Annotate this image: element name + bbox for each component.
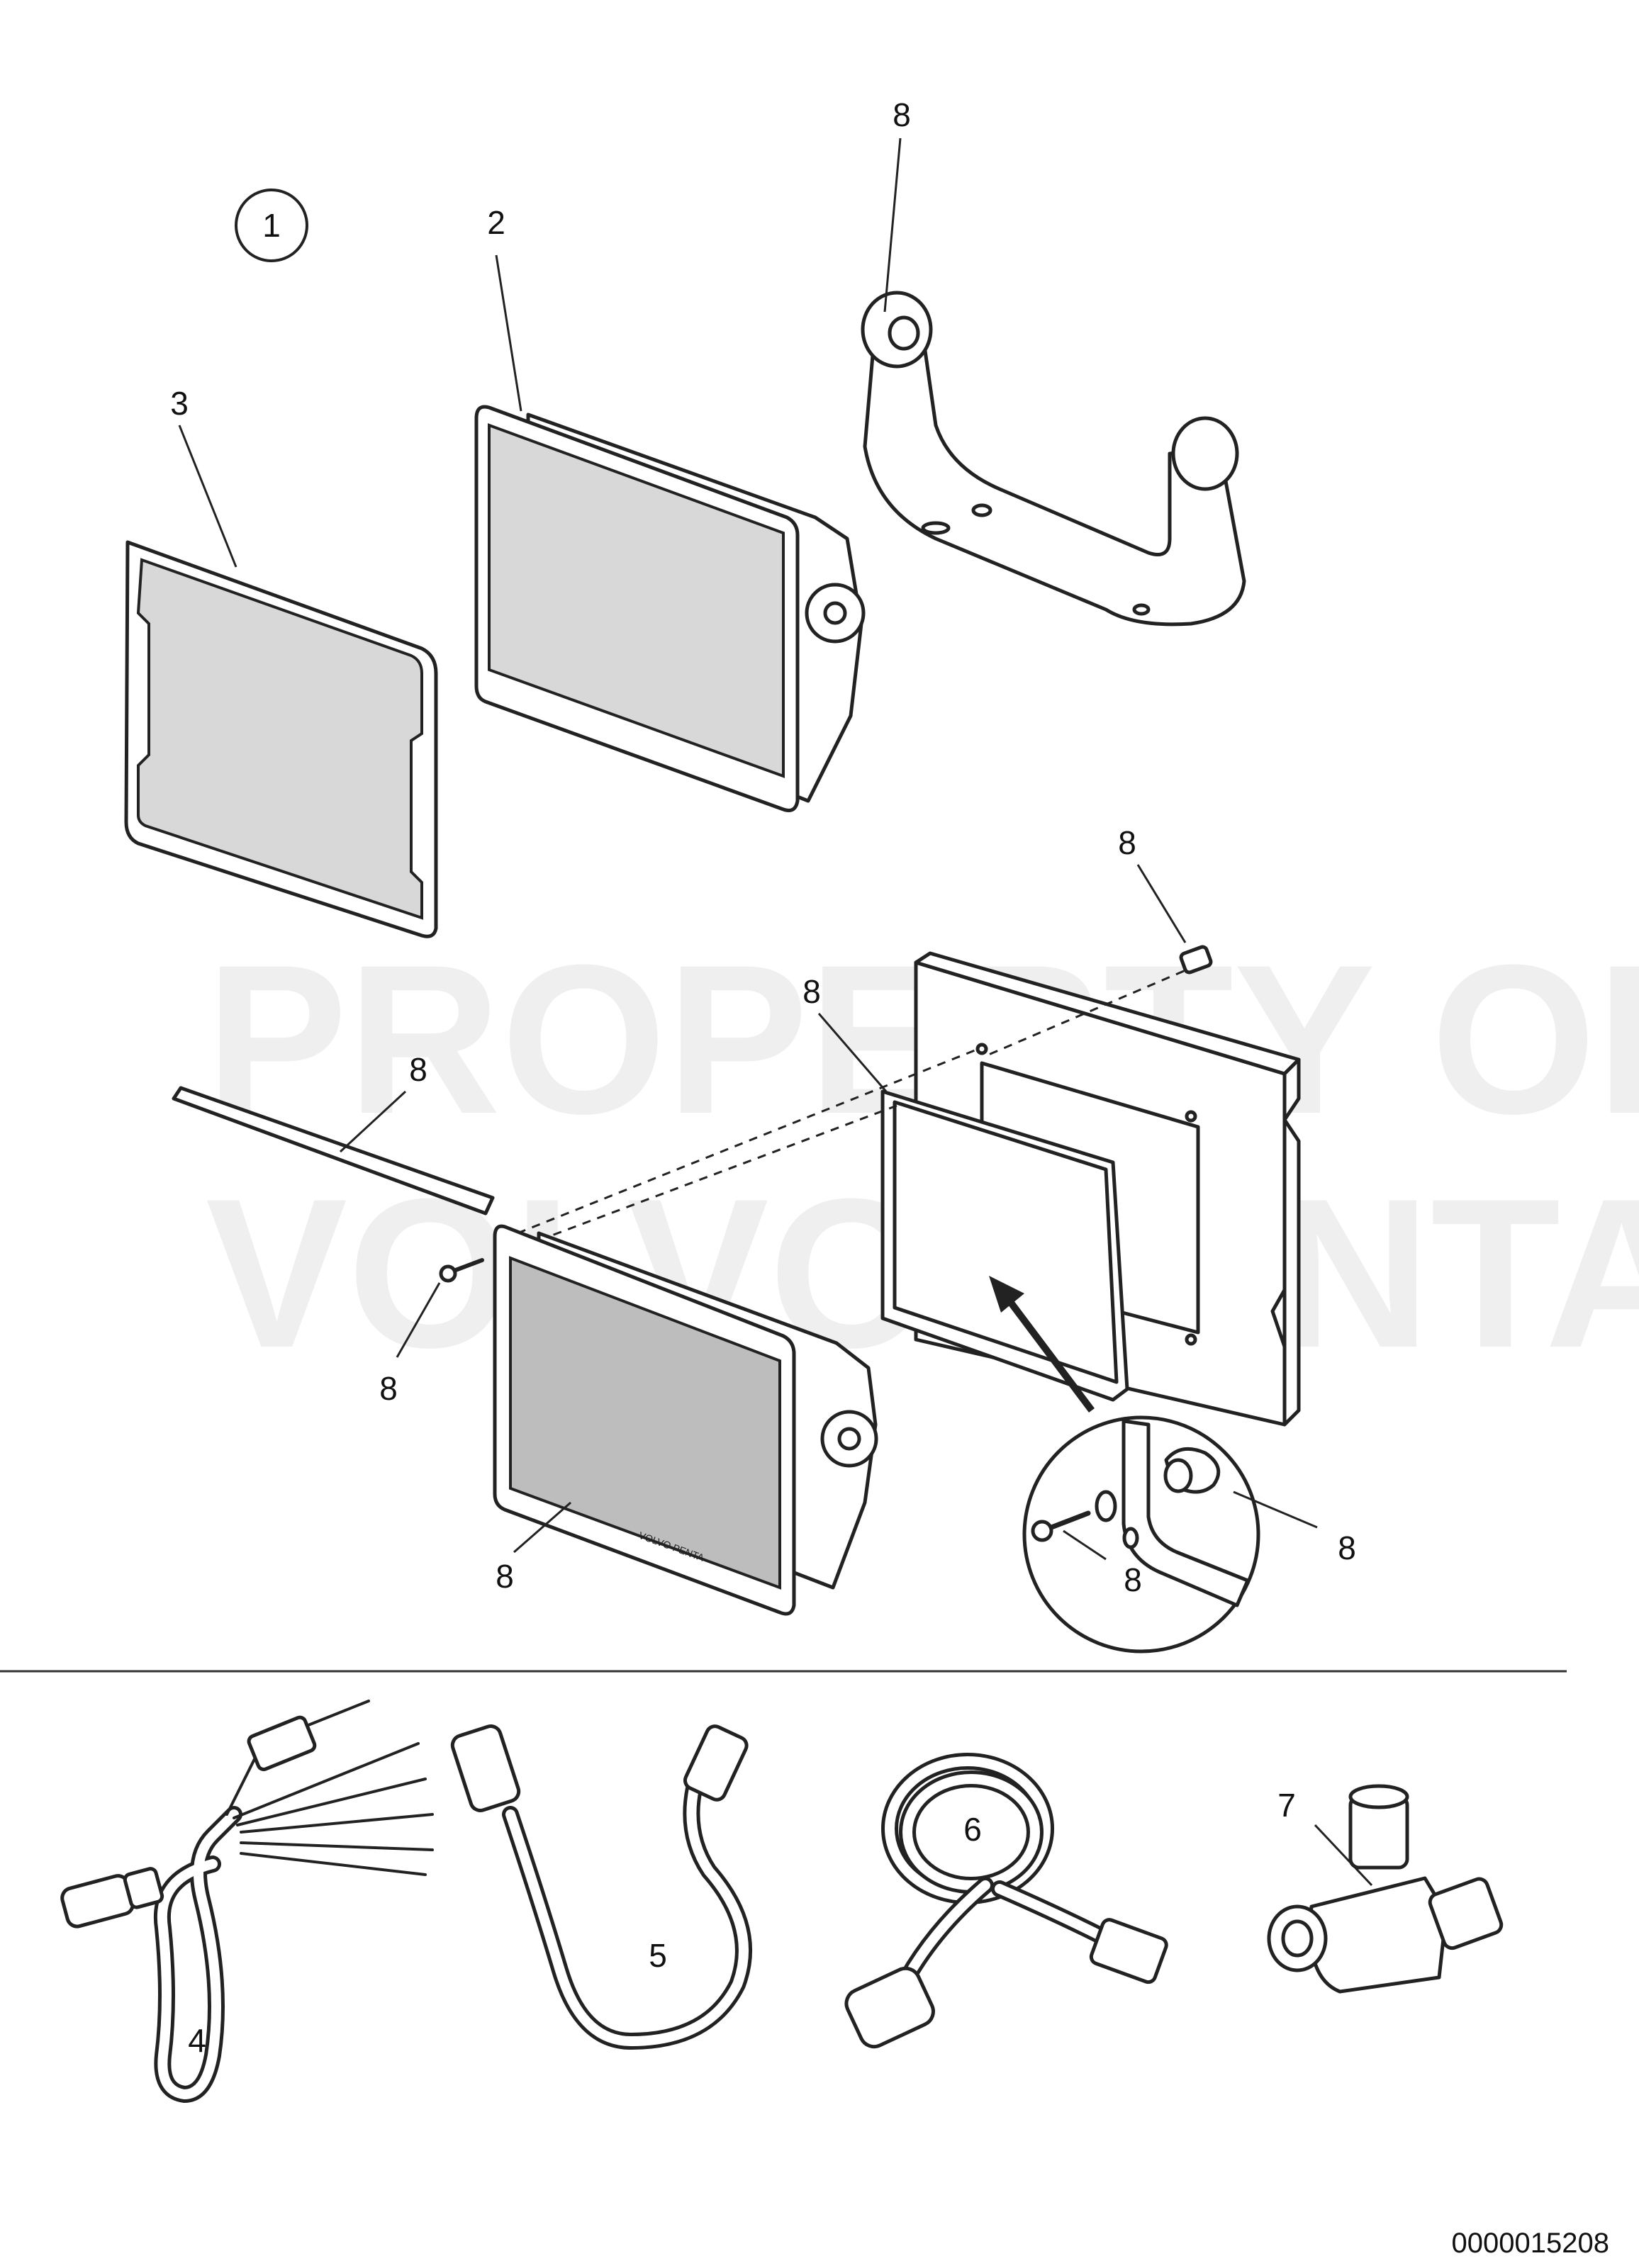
cable-5-connector-male — [450, 1724, 521, 1812]
bracket-knob-right — [1171, 416, 1239, 491]
leader-2 — [495, 254, 522, 412]
callout-7-label: 7 — [1277, 1787, 1296, 1824]
leader-8-gasket — [817, 1013, 888, 1092]
cable-4-wire — [240, 1852, 427, 1876]
cover-face — [136, 558, 423, 920]
leader-8-detail-screw — [1063, 1529, 1107, 1561]
screw-head — [439, 1264, 457, 1283]
leader-8-detail-stud — [1233, 1491, 1318, 1529]
alignment-line-1 — [517, 1048, 979, 1235]
callout-8-display-label: 8 — [496, 1558, 514, 1595]
callout-8-bracket-label: 8 — [893, 96, 911, 133]
flush-display-knob-center — [837, 1427, 861, 1451]
callout-6-label: 6 — [963, 1811, 982, 1848]
callout-8-detail-screw-label: 8 — [1124, 1561, 1142, 1598]
alignment-line-2 — [538, 1104, 897, 1242]
flush-display-screen — [509, 1256, 781, 1590]
callout-5-label: 5 — [649, 1937, 667, 1974]
display-unit-part-2: 2 — [474, 204, 866, 812]
flush-mount-display: VOLVO PENTA 8 — [493, 1048, 979, 1616]
cable-6-plug-connector — [1089, 1918, 1168, 1984]
image-reference-number: 0000015208 — [1452, 2228, 1609, 2259]
gasket-part-8: 8 — [802, 973, 1129, 1402]
panel-hole — [975, 1043, 988, 1055]
cable-6-coil-inner-core — [902, 1774, 1040, 1890]
callout-8-trim-label: 8 — [409, 1051, 427, 1088]
cable-6-lead-core — [995, 1884, 1104, 1940]
display-front-strip — [488, 668, 784, 777]
panel-hole — [1185, 1110, 1197, 1123]
callout-8-screw-label: 8 — [379, 1370, 398, 1407]
leader-8-display — [513, 1501, 571, 1554]
callout-circle — [235, 189, 308, 262]
leader-7 — [1314, 1824, 1373, 1887]
callout-8-detail-stud-label: 8 — [1338, 1529, 1356, 1566]
cable-5-core — [505, 1767, 749, 2046]
panel-hole — [1185, 1333, 1197, 1346]
detail-stud — [1163, 1458, 1193, 1493]
cover-part-3: 3 — [124, 385, 438, 938]
detail-hole — [1122, 1527, 1139, 1549]
cable-4-wire — [240, 1813, 434, 1834]
cable-6-round-connector — [844, 1966, 935, 2049]
stud-alignment-line — [985, 970, 1185, 1057]
callout-8-gasket-label: 8 — [802, 973, 821, 1010]
leader-8-screw — [396, 1282, 441, 1358]
cable-4-wire — [240, 1841, 434, 1851]
detail-washer — [1095, 1490, 1117, 1522]
adapter-cable-part-6: 6 — [844, 1753, 1168, 2049]
gasket-inner — [893, 1100, 1119, 1384]
cable-4-wire — [236, 1778, 427, 1826]
arrow-shaft — [1004, 1295, 1095, 1413]
leader-8-stud — [1136, 864, 1187, 943]
bracket-slot — [1132, 603, 1151, 616]
bracket-slot — [921, 521, 951, 535]
stud-fastener: 8 — [985, 824, 1213, 1057]
t-connector-side-port — [1428, 1877, 1504, 1950]
callout-2-label: 2 — [487, 204, 505, 241]
detail-arrow — [989, 1276, 1095, 1413]
bracket-knob-left-center — [888, 315, 920, 351]
callout-3-label: 3 — [170, 385, 189, 422]
cable-5-connector-female — [683, 1724, 749, 1802]
panel-side-edge — [1282, 1057, 1301, 1427]
bracket-slot — [971, 503, 992, 517]
trim-strip-part-8: 8 — [172, 1051, 495, 1216]
cable-4-fuse-holder — [247, 1715, 317, 1771]
t-connector-part-7: 7 — [1267, 1784, 1504, 1994]
mounting-bracket: 8 — [861, 96, 1246, 627]
cable-4-core — [157, 1809, 239, 2099]
cable-4-wire — [233, 1742, 420, 1819]
power-cable-part-4: 4 — [60, 1700, 434, 2103]
detail-view: 8 8 — [1022, 1415, 1356, 1654]
leader-8-bracket — [883, 137, 902, 313]
arrow-head — [989, 1276, 1024, 1313]
screw-part-8: 8 — [379, 1258, 484, 1407]
display-knob-center — [823, 601, 847, 625]
cable-4-connector-nut — [123, 1867, 164, 1909]
callout-1-label: 1 — [262, 207, 281, 244]
t-connector-male-port-center — [1281, 1919, 1314, 1958]
detail-screw-head — [1031, 1520, 1053, 1542]
trim-strip — [172, 1086, 495, 1216]
t-connector-body — [1308, 1876, 1448, 1994]
callout-8-stud-label: 8 — [1118, 824, 1136, 861]
leader-3 — [178, 425, 237, 568]
stud-body — [1179, 945, 1213, 975]
network-cable-part-5: 5 — [450, 1724, 752, 2050]
t-connector-top-port-face — [1348, 1784, 1409, 1809]
cable-6-lead-core — [902, 1880, 990, 1982]
callout-item-1: 1 — [235, 189, 308, 262]
callout-4-label: 4 — [188, 2022, 206, 2059]
leader-8-trim — [339, 1090, 407, 1153]
